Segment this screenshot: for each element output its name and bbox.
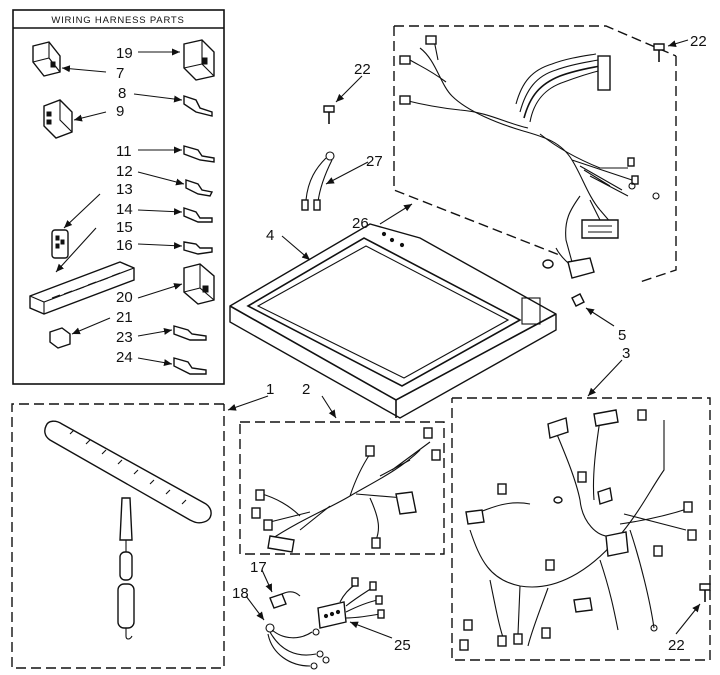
part-27-harness	[301, 151, 335, 211]
callout-13: 13	[116, 181, 133, 198]
callout-5: 5	[618, 327, 626, 344]
callout-20: 20	[116, 289, 133, 306]
terminal-24	[173, 357, 207, 375]
callout-11: 11	[116, 143, 132, 160]
screw-22-top-center	[323, 105, 335, 124]
part-5-clip	[571, 293, 585, 307]
part-25-connector	[317, 577, 385, 629]
callout-25: 25	[394, 637, 411, 654]
callout-26: 26	[352, 215, 369, 232]
callout-21: 21	[116, 309, 133, 326]
panel-title: WIRING HARNESS PARTS	[51, 15, 184, 26]
terminal-16	[183, 241, 213, 255]
callout-22-top-center: 22	[354, 61, 371, 78]
part-3-harness	[451, 397, 711, 661]
part-26-harness	[393, 25, 677, 283]
callout-23: 23	[116, 329, 133, 346]
connector-13	[51, 229, 69, 259]
callout-15: 15	[116, 219, 133, 236]
callout-8: 8	[118, 85, 126, 102]
part-17-connector	[269, 591, 301, 609]
callout-14: 14	[116, 201, 133, 218]
callout-9: 9	[116, 103, 124, 120]
callout-7: 7	[116, 65, 124, 82]
connector-21	[49, 327, 71, 349]
callout-4: 4	[266, 227, 274, 244]
part-1-group	[11, 403, 225, 669]
callout-17: 17	[250, 559, 267, 576]
connector-7	[32, 41, 61, 77]
callout-16: 16	[116, 237, 133, 254]
connector-9	[43, 99, 73, 139]
part-4-tray	[229, 223, 557, 419]
part-2-harness	[239, 421, 445, 555]
terminal-14	[183, 207, 213, 223]
callout-1: 1	[266, 381, 274, 398]
callout-22-bottom-right: 22	[668, 637, 685, 654]
part-18-harness	[265, 623, 330, 670]
terminal-12	[185, 179, 214, 197]
screw-22-top-right	[653, 43, 665, 62]
callout-27: 27	[366, 153, 383, 170]
connector-block-15	[29, 261, 135, 315]
callout-12: 12	[116, 163, 133, 180]
wiring-harness-parts-panel: WIRING HARNESS PARTS	[12, 9, 225, 385]
callout-19: 19	[116, 45, 133, 62]
callout-18: 18	[232, 585, 249, 602]
terminal-11	[183, 145, 215, 163]
connector-20	[183, 263, 215, 305]
callout-3: 3	[622, 345, 630, 362]
terminal-8	[183, 95, 213, 117]
callout-2: 2	[302, 381, 310, 398]
callout-24: 24	[116, 349, 133, 366]
screw-22-bottom-right	[699, 583, 711, 602]
connector-19	[183, 39, 215, 81]
terminal-23	[173, 325, 207, 341]
callout-22-top-right: 22	[690, 33, 707, 50]
